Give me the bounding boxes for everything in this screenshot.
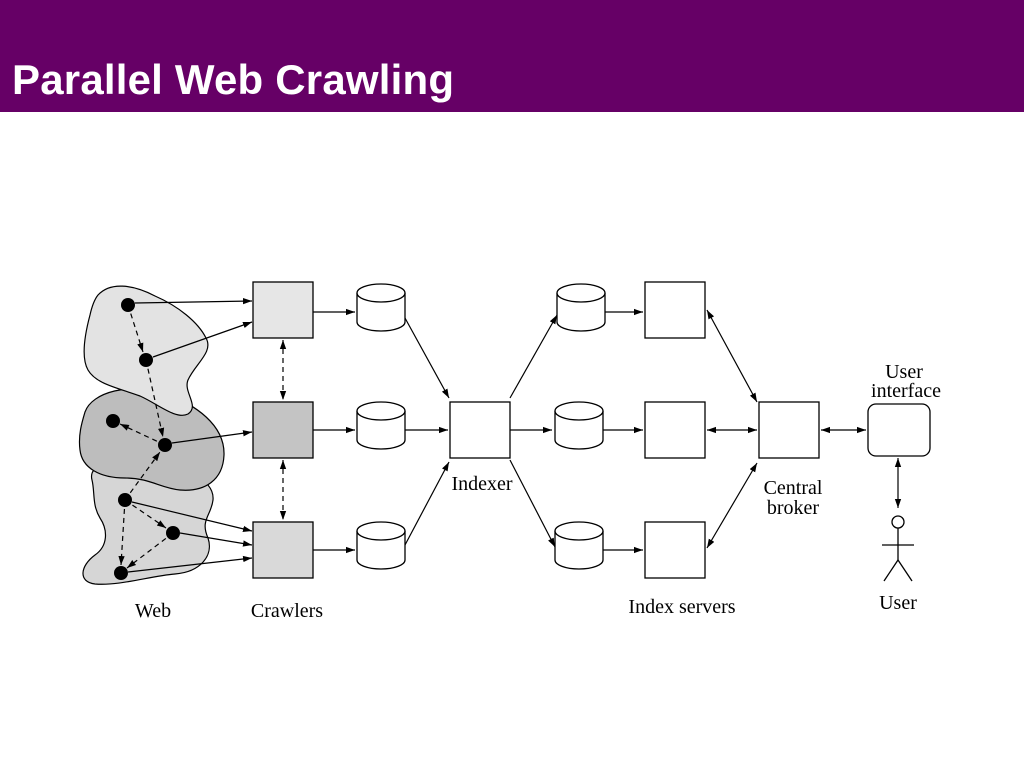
web-link-arrow — [124, 451, 161, 501]
indexer-output-arrow — [509, 314, 558, 399]
store-arrows — [313, 308, 355, 554]
database-icon — [356, 521, 406, 570]
crawler-box — [252, 401, 314, 459]
web-pages — [106, 298, 180, 580]
index-servers — [644, 281, 706, 579]
index-server-box — [644, 281, 706, 339]
label-central-broker-line1: Central — [764, 477, 823, 499]
web-cloud — [78, 285, 225, 585]
label-user: User — [879, 592, 917, 614]
web-link-arrow — [145, 359, 165, 438]
index-server-box — [644, 401, 706, 459]
broker-arrows — [706, 309, 758, 549]
indexer-input-arrow — [404, 461, 450, 546]
fetch-arrows — [127, 298, 253, 573]
central-broker-box — [758, 401, 820, 459]
database-icon — [356, 283, 406, 332]
fetch-arrow — [179, 532, 253, 547]
indexer-box — [449, 401, 511, 459]
label-index-servers: Index servers — [628, 596, 735, 618]
index-server-box — [644, 521, 706, 579]
index-stores — [554, 283, 606, 570]
indexer-output-arrow — [509, 459, 556, 548]
web-link-arrow — [126, 532, 174, 569]
database-icon — [554, 521, 604, 570]
user-interface-box — [867, 403, 931, 457]
fetch-arrow — [152, 321, 253, 358]
fetch-arrow — [134, 298, 253, 305]
database-icon — [356, 401, 406, 450]
broker-arrow — [706, 309, 758, 403]
crawler-box — [252, 521, 314, 579]
database-icon — [556, 283, 606, 332]
document-stores — [356, 283, 406, 570]
slide-title: Parallel Web Crawling — [12, 56, 455, 103]
crawlers — [252, 281, 314, 579]
indexer-input-arrow — [404, 317, 450, 399]
title-bar — [0, 0, 1024, 112]
server-load-arrows — [603, 308, 643, 554]
indexer-input-arrows — [404, 317, 450, 546]
database-icon — [554, 401, 604, 450]
label-indexer: Indexer — [451, 473, 512, 495]
user-icon — [882, 515, 914, 582]
fetch-arrow — [127, 555, 253, 573]
indexer-output-arrows — [509, 314, 558, 548]
broker-arrow — [706, 462, 758, 549]
label-central-broker-line2: broker — [767, 497, 820, 519]
label-web: Web — [135, 600, 171, 622]
crawler-box — [252, 281, 314, 339]
web-page-node — [114, 566, 128, 580]
label-user-interface-line1: User — [885, 361, 923, 383]
label-user-interface-line2: interface — [871, 380, 941, 402]
fetch-arrow — [131, 501, 253, 532]
fetch-arrow — [171, 430, 253, 444]
label-crawlers: Crawlers — [251, 600, 323, 622]
web-page-node — [106, 414, 120, 428]
web-link-arrow — [118, 499, 126, 566]
web-links — [118, 304, 174, 569]
